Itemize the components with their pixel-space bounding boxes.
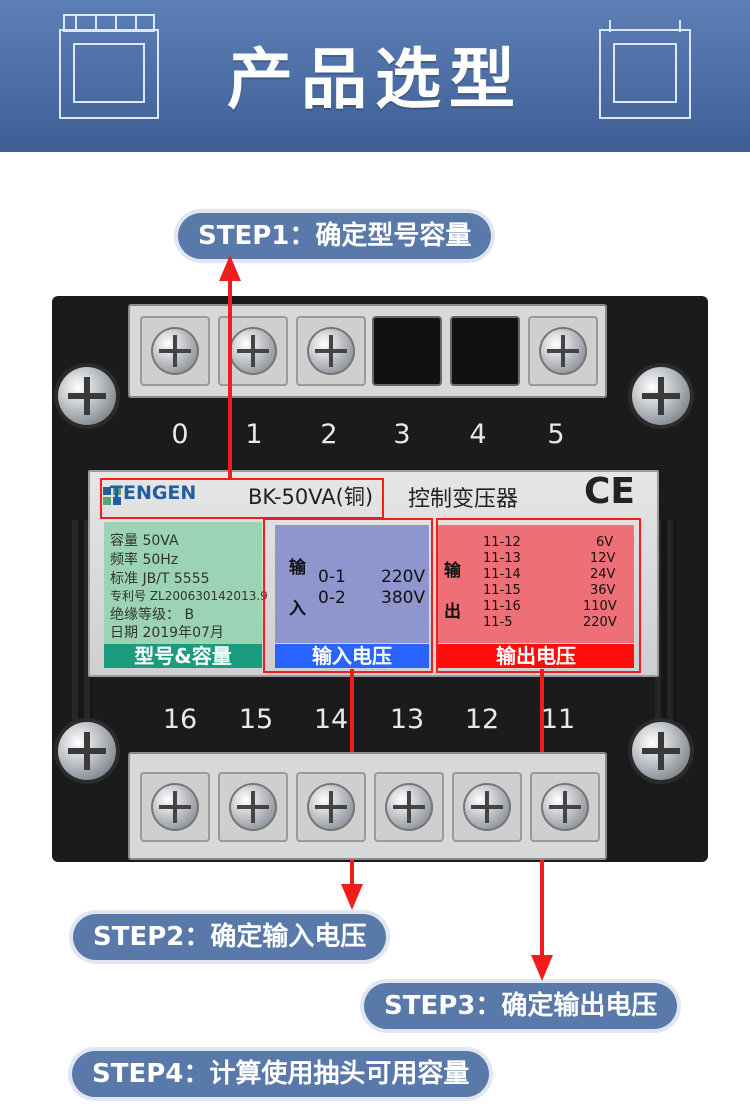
terminal-label-11: 11 bbox=[540, 704, 576, 735]
spec-panel bbox=[104, 522, 262, 648]
input-terminal-0-1: 0-1 bbox=[318, 567, 346, 587]
page-title: 产品选型 bbox=[227, 41, 523, 118]
model-label: BK-50VA(铜) bbox=[248, 485, 374, 509]
output-voltage-panel bbox=[438, 525, 634, 643]
terminal-label-2: 2 bbox=[320, 419, 338, 450]
input-voltage-220: 220V bbox=[381, 567, 426, 587]
terminal-5-cell bbox=[528, 316, 598, 386]
terminal-4-empty bbox=[450, 316, 520, 386]
output-terminal-row-3: 11-14 bbox=[483, 567, 521, 582]
input-voltage-380: 380V bbox=[381, 588, 426, 608]
top-terminal-block bbox=[128, 304, 607, 398]
output-terminal-row-6: 11-5 bbox=[483, 615, 513, 630]
bottom-terminal-block bbox=[128, 752, 607, 860]
input-highlight-box bbox=[263, 518, 433, 673]
screw-icon bbox=[539, 327, 587, 375]
output-terminal-row-4: 11-15 bbox=[483, 583, 521, 598]
input-char-2: 入 bbox=[289, 599, 306, 619]
left-transformer-icon bbox=[59, 14, 159, 119]
output-terminal-row-1: 11-12 bbox=[483, 535, 521, 550]
terminal-12-cell bbox=[452, 772, 522, 842]
terminal-label-12: 12 bbox=[464, 704, 500, 735]
terminal-label-13: 13 bbox=[389, 704, 425, 735]
terminal-label-15: 15 bbox=[238, 704, 274, 735]
terminal-label-5: 5 bbox=[547, 419, 565, 450]
right-transformer-icon bbox=[599, 20, 691, 119]
terminal-15-cell bbox=[218, 772, 288, 842]
step4-pill: STEP4：计算使用抽头可用容量 bbox=[72, 1051, 490, 1097]
screw-icon bbox=[307, 327, 355, 375]
input-terminal-0-2: 0-2 bbox=[318, 588, 346, 608]
top-banner bbox=[0, 0, 750, 152]
output-terminal-row-2: 11-13 bbox=[483, 551, 521, 566]
product-title-label: 控制变压器 bbox=[408, 487, 519, 512]
output-voltage-row-2: 12V bbox=[590, 551, 616, 566]
terminal-label-4: 4 bbox=[469, 419, 487, 450]
step2-pill: STEP2：确定输入电压 bbox=[73, 914, 387, 960]
step1-arrow-line bbox=[228, 279, 232, 478]
right-ribbed-side bbox=[655, 520, 677, 725]
output-highlight-box bbox=[436, 518, 641, 673]
output-voltage-row-1: 6V bbox=[596, 535, 614, 550]
output-voltage-caption: 输出电压 bbox=[438, 644, 634, 668]
spec-date: 日期 2019年07月 bbox=[110, 625, 224, 641]
step3-pill: STEP3：确定输出电压 bbox=[364, 983, 678, 1029]
terminal-label-1: 1 bbox=[245, 419, 263, 450]
output-voltage-row-5: 110V bbox=[583, 599, 617, 614]
screw-icon bbox=[541, 783, 589, 831]
screw-icon bbox=[151, 783, 199, 831]
mount-screw-icon bbox=[58, 367, 116, 425]
spec-insulation: 绝缘等级： B bbox=[110, 607, 195, 623]
output-terminal-row-5: 11-16 bbox=[483, 599, 521, 614]
tengen-logo-icon bbox=[103, 487, 121, 505]
screw-icon bbox=[463, 783, 511, 831]
terminal-label-0: 0 bbox=[171, 419, 189, 450]
model-capacity-caption: 型号&容量 bbox=[104, 644, 262, 668]
screw-icon bbox=[385, 783, 433, 831]
terminal-2-cell bbox=[296, 316, 366, 386]
spec-standard: 标准 JB/T 5555 bbox=[110, 571, 210, 587]
output-voltage-row-6: 220V bbox=[583, 615, 617, 630]
mount-screw-icon bbox=[58, 722, 116, 780]
terminal-11-cell bbox=[530, 772, 600, 842]
output-voltage-row-4: 36V bbox=[590, 583, 616, 598]
terminal-0-cell bbox=[140, 316, 210, 386]
output-char-1: 输 bbox=[444, 561, 461, 581]
brand-label: TENGEN bbox=[110, 482, 197, 504]
screw-icon bbox=[229, 327, 277, 375]
terminal-13-cell bbox=[374, 772, 444, 842]
spec-patent: 专利号 ZL200630142013.9 bbox=[110, 589, 268, 603]
spec-frequency: 频率 50Hz bbox=[110, 552, 179, 568]
step3-arrow-down-icon bbox=[531, 955, 553, 981]
mount-screw-icon bbox=[632, 722, 690, 780]
input-voltage-panel bbox=[275, 525, 429, 643]
input-voltage-caption: 输入电压 bbox=[275, 644, 429, 668]
terminal-label-14: 14 bbox=[313, 704, 349, 735]
ce-mark-icon: CE bbox=[584, 471, 636, 512]
terminal-3-empty bbox=[372, 316, 442, 386]
spec-capacity: 容量 50VA bbox=[110, 533, 179, 549]
step1-arrow-up-icon bbox=[219, 255, 241, 281]
step2-arrow-down-icon bbox=[341, 884, 363, 910]
terminal-label-16: 16 bbox=[162, 704, 198, 735]
output-char-2: 出 bbox=[444, 602, 461, 622]
terminal-label-3: 3 bbox=[393, 419, 411, 450]
step1-pill: STEP1：确定型号容量 bbox=[178, 213, 492, 259]
model-highlight-box bbox=[100, 478, 384, 519]
terminal-16-cell bbox=[140, 772, 210, 842]
output-voltage-row-3: 24V bbox=[590, 567, 616, 582]
mount-screw-icon bbox=[632, 367, 690, 425]
screw-icon bbox=[229, 783, 277, 831]
screw-icon bbox=[151, 327, 199, 375]
input-char-1: 输 bbox=[289, 558, 306, 578]
screw-icon bbox=[307, 783, 355, 831]
terminal-14-cell bbox=[296, 772, 366, 842]
